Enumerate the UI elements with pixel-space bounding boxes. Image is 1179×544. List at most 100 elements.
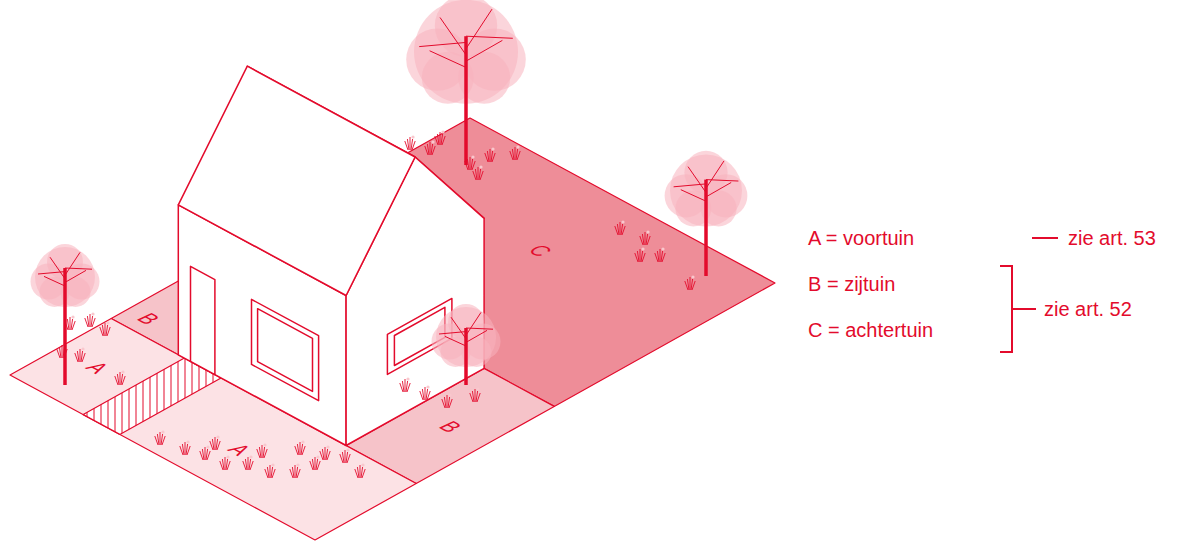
grass-seed bbox=[216, 435, 219, 438]
grass-seed bbox=[301, 440, 304, 443]
grass bbox=[202, 449, 204, 460]
grass-seed bbox=[263, 443, 266, 446]
grass-seed bbox=[186, 440, 189, 443]
grass bbox=[182, 444, 184, 455]
grass-seed bbox=[296, 463, 299, 466]
grass bbox=[259, 447, 261, 458]
grass bbox=[647, 236, 650, 245]
grass-seed bbox=[516, 145, 519, 148]
grass bbox=[80, 349, 81, 362]
grass bbox=[642, 253, 645, 262]
grass bbox=[440, 132, 441, 145]
grass bbox=[295, 465, 296, 478]
grass-seed bbox=[106, 321, 109, 324]
grass bbox=[472, 391, 474, 402]
grass bbox=[437, 134, 439, 145]
grass bbox=[362, 469, 365, 478]
grass bbox=[87, 316, 89, 327]
grass bbox=[645, 232, 646, 245]
tree bbox=[665, 151, 748, 276]
grass-seed bbox=[479, 165, 482, 168]
grass bbox=[227, 461, 230, 470]
grass-seed bbox=[361, 463, 364, 466]
grass-seed bbox=[316, 455, 319, 458]
legend-text: zie art. 53 bbox=[1068, 228, 1156, 248]
grass bbox=[205, 447, 206, 460]
grass bbox=[467, 159, 469, 170]
grass-seed bbox=[206, 445, 209, 448]
grass-seed bbox=[81, 347, 84, 350]
grass bbox=[317, 461, 320, 470]
grass bbox=[657, 251, 659, 262]
grass bbox=[122, 376, 125, 385]
grass bbox=[692, 281, 695, 290]
grass bbox=[77, 351, 79, 362]
grass bbox=[248, 457, 249, 470]
grass bbox=[185, 442, 186, 455]
grass bbox=[157, 434, 159, 445]
grass bbox=[487, 151, 489, 162]
grass bbox=[59, 347, 61, 358]
grass-seed bbox=[271, 463, 274, 466]
grass bbox=[72, 321, 75, 330]
grass bbox=[212, 439, 214, 450]
grass-seed bbox=[448, 393, 451, 396]
grass bbox=[478, 167, 479, 180]
grass bbox=[449, 399, 452, 408]
grass bbox=[475, 389, 476, 402]
grass bbox=[160, 432, 161, 445]
grass bbox=[490, 149, 491, 162]
grass bbox=[617, 224, 619, 235]
grass-seed bbox=[406, 377, 409, 380]
grass-seed bbox=[161, 430, 164, 433]
grass bbox=[430, 142, 431, 155]
grass-seed bbox=[411, 135, 414, 138]
grass bbox=[422, 389, 424, 400]
grass bbox=[427, 391, 430, 400]
legend-text: A = voortuin bbox=[808, 228, 914, 248]
grass bbox=[425, 387, 426, 400]
grass bbox=[325, 447, 326, 460]
grass bbox=[427, 144, 429, 155]
grass bbox=[297, 469, 300, 478]
grass-seed bbox=[346, 448, 349, 451]
grass-seed bbox=[491, 147, 494, 150]
grass bbox=[120, 372, 121, 385]
window-frame bbox=[258, 309, 313, 392]
grass bbox=[432, 146, 435, 155]
grass bbox=[107, 327, 110, 336]
tree bbox=[432, 304, 501, 385]
grass bbox=[245, 459, 247, 470]
grass bbox=[687, 279, 689, 290]
grass-seed bbox=[91, 312, 94, 315]
grass-seed bbox=[661, 247, 664, 250]
grass bbox=[67, 319, 69, 330]
grass bbox=[292, 467, 294, 478]
legend-text: B = zijtuin bbox=[808, 274, 895, 294]
grass bbox=[117, 374, 119, 385]
grass bbox=[472, 161, 475, 170]
grass bbox=[637, 251, 639, 262]
grass-seed bbox=[641, 247, 644, 250]
grass bbox=[660, 249, 661, 262]
grass bbox=[642, 234, 644, 245]
grass bbox=[622, 226, 625, 235]
grass-seed bbox=[441, 130, 444, 133]
grass bbox=[512, 149, 514, 160]
grass bbox=[662, 253, 665, 262]
grass bbox=[492, 153, 495, 162]
grass bbox=[477, 393, 480, 402]
grass bbox=[407, 383, 410, 392]
grass bbox=[90, 314, 91, 327]
legend-dash bbox=[1032, 237, 1058, 239]
grass bbox=[222, 459, 224, 470]
grass bbox=[315, 457, 316, 470]
grass-seed bbox=[326, 445, 329, 448]
grass bbox=[345, 450, 346, 463]
grass-seed bbox=[691, 275, 694, 278]
grass bbox=[475, 169, 477, 180]
roof-front bbox=[178, 66, 415, 295]
grass bbox=[262, 445, 263, 458]
grass-seed bbox=[226, 455, 229, 458]
